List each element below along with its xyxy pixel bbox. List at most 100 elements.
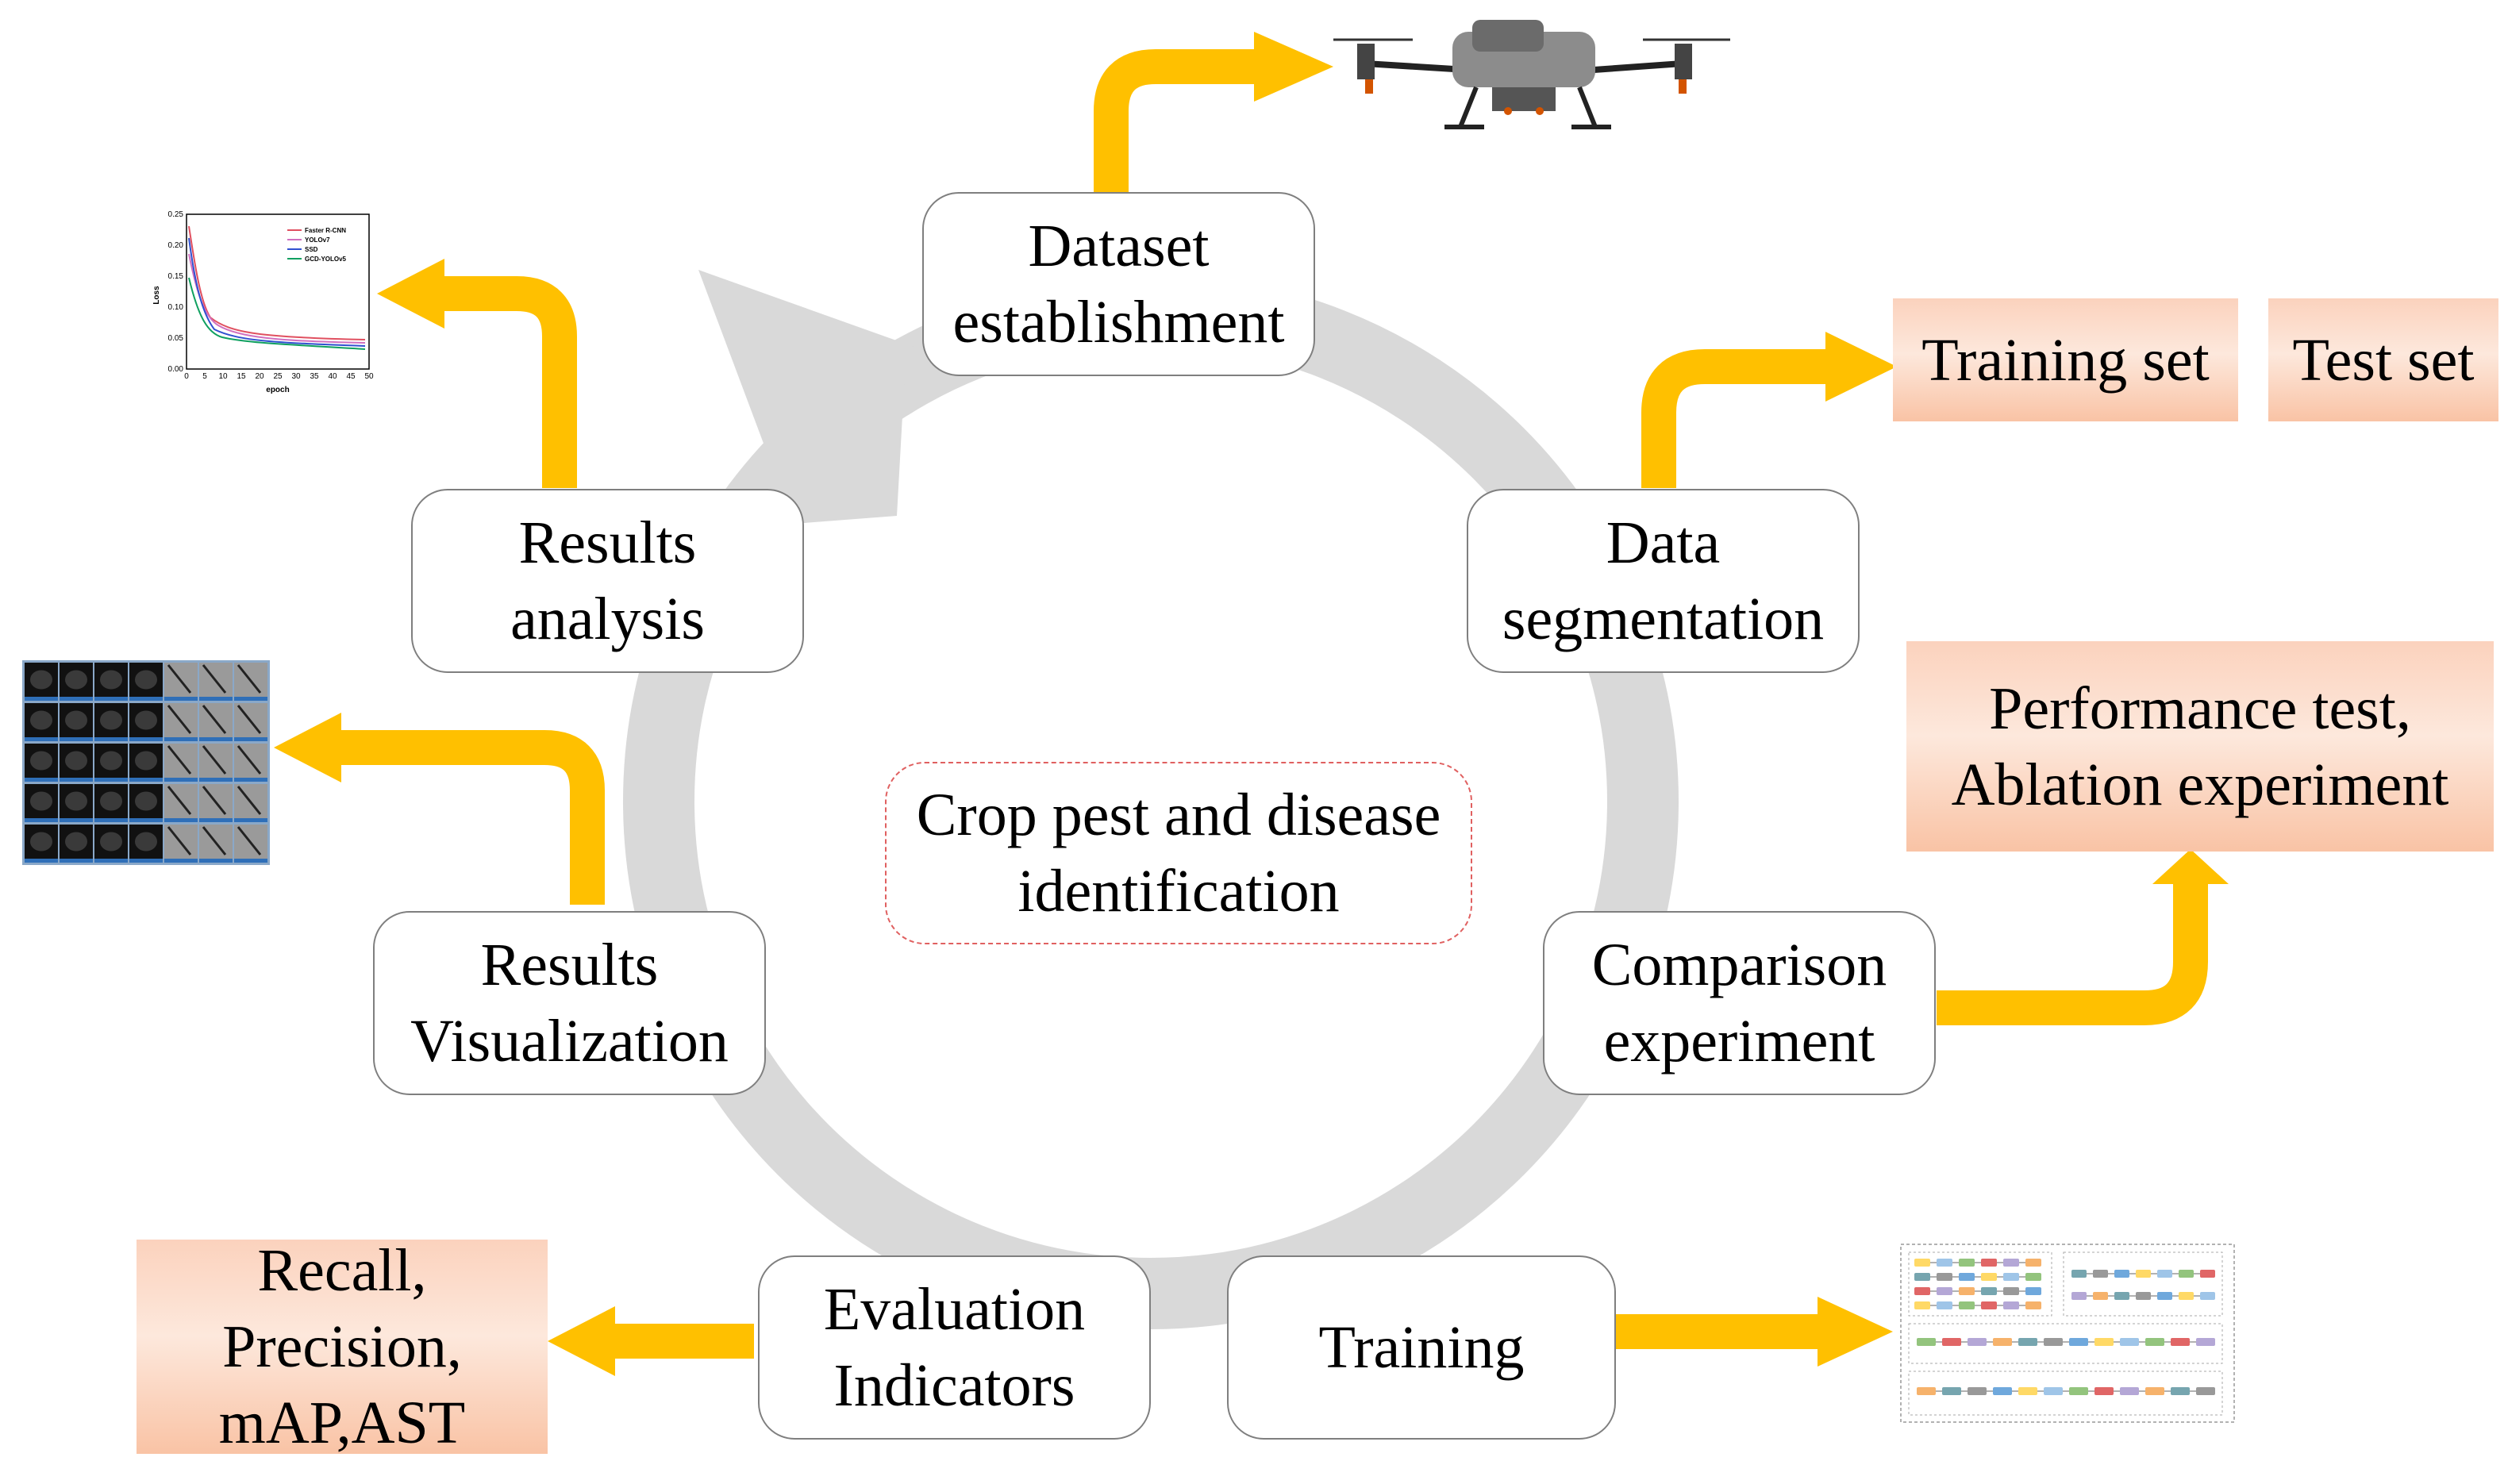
node-evaluation-label: Evaluation Indicators	[823, 1276, 1086, 1419]
detection-results-grid-thumbnail	[22, 660, 270, 865]
node-comparison-experiment[interactable]: Comparison experiment	[1543, 911, 1936, 1095]
grid-cell-blob	[65, 832, 87, 852]
network-block	[1914, 1287, 1930, 1295]
grid-cell-stroke	[167, 745, 192, 775]
grid-cell-label-bar	[164, 778, 198, 782]
network-block	[1937, 1273, 1952, 1281]
grid-cell-blob	[30, 670, 52, 690]
grid-cell-blob	[135, 832, 157, 852]
network-block	[1993, 1338, 2012, 1346]
network-block	[2120, 1387, 2139, 1395]
grid-cell-stroke	[202, 705, 227, 734]
grid-cell-label-bar	[60, 859, 93, 863]
loss-curve-3	[188, 237, 366, 347]
network-block	[2003, 1287, 2019, 1295]
network-block	[1914, 1259, 1930, 1267]
grid-cell-label-bar	[199, 697, 233, 701]
grid-cell-blob	[30, 791, 52, 811]
network-block	[1937, 1259, 1952, 1267]
network-block	[2196, 1338, 2215, 1346]
grid-cell-label-bar	[199, 778, 233, 782]
network-block	[1993, 1387, 2012, 1395]
network-block	[2094, 1338, 2114, 1346]
network-block	[2171, 1387, 2190, 1395]
grid-cell-label-bar	[129, 818, 163, 822]
grid-cell-blob	[135, 710, 157, 730]
network-block	[2179, 1292, 2194, 1300]
grid-cell-stroke	[167, 664, 192, 694]
network-block	[1942, 1338, 1961, 1346]
node-data-segmentation[interactable]: Data segmentation	[1467, 489, 1860, 673]
grid-cell-label-bar	[94, 818, 128, 822]
drone-icon	[1333, 20, 1730, 129]
grid-cell-blob	[65, 710, 87, 730]
node-evaluation-indicators[interactable]: Evaluation Indicators	[758, 1255, 1151, 1440]
arrowhead-grid	[274, 713, 341, 782]
output-training-set: Training set	[1893, 298, 2238, 421]
grid-cell-label-bar	[234, 737, 267, 741]
grid-cell-label-bar	[60, 737, 93, 741]
node-results-visualization[interactable]: Results Visualization	[373, 911, 766, 1095]
loss-chart-ytick: 0.10	[168, 303, 184, 312]
center-label-box: Crop pest and disease identification	[885, 762, 1472, 944]
network-block	[2136, 1292, 2151, 1300]
network-block	[1981, 1259, 1997, 1267]
network-block	[2044, 1338, 2063, 1346]
yellow-arrowheads	[274, 32, 2229, 1376]
loss-chart-xtick: 0	[184, 372, 189, 381]
network-block	[2069, 1338, 2088, 1346]
grid-cell-blob	[135, 791, 157, 811]
grid-cell-blob	[100, 710, 122, 730]
grid-cell-stroke	[167, 786, 192, 815]
grid-cell-label-bar	[60, 818, 93, 822]
loss-chart-xtick: 30	[291, 372, 301, 381]
grid-cell-label-bar	[25, 818, 58, 822]
grid-cell-label-bar	[234, 778, 267, 782]
network-block	[1981, 1273, 1997, 1281]
grid-cell-label-bar	[129, 697, 163, 701]
loss-chart-ytick: 0.20	[168, 241, 184, 250]
grid-cell-blob	[65, 670, 87, 690]
network-block	[2196, 1387, 2215, 1395]
grid-cell-blob	[100, 751, 122, 771]
grid-cell-blob	[65, 791, 87, 811]
grid-cell-blob	[135, 670, 157, 690]
grid-cell-label-bar	[25, 859, 58, 863]
arrowhead-chart	[377, 259, 444, 329]
node-analysis-label: Results analysis	[510, 509, 705, 652]
arrow-comparison-performance	[1937, 879, 2208, 1025]
network-block	[1968, 1338, 1987, 1346]
grid-cell-label-bar	[94, 778, 128, 782]
network-block	[1981, 1287, 1997, 1295]
grid-cell-label-bar	[94, 737, 128, 741]
arrowhead-network	[1818, 1297, 1893, 1367]
network-block	[2200, 1270, 2215, 1278]
network-block	[2145, 1387, 2164, 1395]
arrowhead-sets	[1825, 332, 1897, 402]
grid-cell-stroke	[237, 664, 262, 694]
loss-curve-1	[188, 225, 366, 340]
grid-cell-stroke	[202, 786, 227, 815]
network-block	[1981, 1301, 1997, 1309]
arrow-analysis-chart	[437, 276, 577, 488]
loss-chart-ytick: 0.00	[168, 365, 184, 374]
output-performance-ablation: Performance test, Ablation experiment	[1906, 641, 2494, 852]
node-visualization-label: Results Visualization	[410, 932, 729, 1075]
node-results-analysis[interactable]: Results analysis	[411, 489, 804, 673]
grid-cell-label-bar	[234, 818, 267, 822]
node-training[interactable]: Training	[1227, 1255, 1616, 1440]
network-block	[2071, 1270, 2087, 1278]
grid-cell-blob	[100, 791, 122, 811]
network-block	[2025, 1301, 2041, 1309]
arrowhead-performance	[2152, 849, 2229, 884]
output-metrics-label: Recall, Precision, mAP,AST	[218, 1237, 466, 1456]
grid-cell-label-bar	[199, 818, 233, 822]
node-dataset-establishment[interactable]: Dataset establishment	[922, 192, 1315, 376]
output-test-set-label: Test set	[2292, 326, 2475, 394]
network-block	[2114, 1292, 2129, 1300]
network-block	[2093, 1292, 2108, 1300]
network-block	[2003, 1301, 2019, 1309]
network-architecture-thumbnail	[1900, 1244, 2235, 1423]
